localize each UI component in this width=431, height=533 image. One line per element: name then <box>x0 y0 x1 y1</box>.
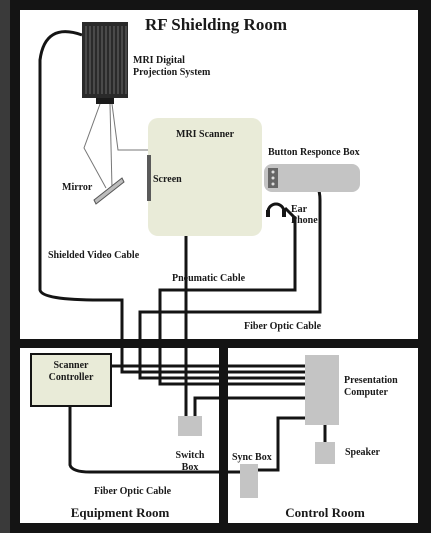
speaker-label: Speaker <box>345 447 381 458</box>
projection-system <box>82 22 128 104</box>
fiber-optic-lower-label: Fiber Optic Cable <box>94 486 172 497</box>
button-dot-1 <box>272 171 275 174</box>
scanner-controller-label-line1: Scanner <box>54 360 90 371</box>
projector-lens <box>96 98 114 104</box>
wall-middle-vertical <box>219 339 228 529</box>
wall-top <box>10 0 431 10</box>
screen-label: Screen <box>153 174 182 185</box>
wall-left <box>10 0 20 533</box>
ear-phone-label-line1: Ear <box>291 204 308 215</box>
pneumatic-cable-label: Pneumatic Cable <box>172 273 246 284</box>
projector-label-line1: MRI Digital <box>133 55 185 66</box>
ear-phone-left-cup <box>266 210 270 217</box>
equipment-room-label: Equipment Room <box>71 505 170 520</box>
presentation-computer-box <box>305 355 339 425</box>
presentation-label-line2: Computer <box>344 387 388 398</box>
projector-body <box>82 22 128 98</box>
button-box-label: Button Responce Box <box>268 147 360 158</box>
ear-phone-right-cup <box>282 210 286 217</box>
title: RF Shielding Room <box>145 15 287 34</box>
sync-box-label: Sync Box <box>232 452 272 463</box>
left-edge-strip <box>0 0 10 533</box>
scanner-controller-label-line2: Controller <box>49 372 94 383</box>
switch-box-label-line1: Switch <box>176 450 205 461</box>
wall-middle-horizontal <box>18 339 418 348</box>
projector-label-line2: Projection System <box>133 67 211 78</box>
control-room-label: Control Room <box>285 505 365 520</box>
switch-box <box>178 416 202 436</box>
sync-box-shape <box>240 464 258 498</box>
presentation-label-line1: Presentation <box>344 375 398 386</box>
mirror-label: Mirror <box>62 182 93 193</box>
button-dot-3 <box>272 183 275 186</box>
fiber-optic-upper-label: Fiber Optic Cable <box>244 321 322 332</box>
ear-phone-label-line2: Phone <box>291 215 318 226</box>
shielded-video-cable-label: Shielded Video Cable <box>48 250 140 261</box>
button-response-box <box>264 164 360 192</box>
button-dot-2 <box>272 177 275 180</box>
switch-box-label-line2: Box <box>182 462 199 473</box>
speaker-box <box>315 442 335 464</box>
rf-shielding-room-area <box>18 8 418 523</box>
screen-panel <box>147 155 151 201</box>
scanner-label: MRI Scanner <box>176 129 235 140</box>
wall-right <box>418 0 431 533</box>
